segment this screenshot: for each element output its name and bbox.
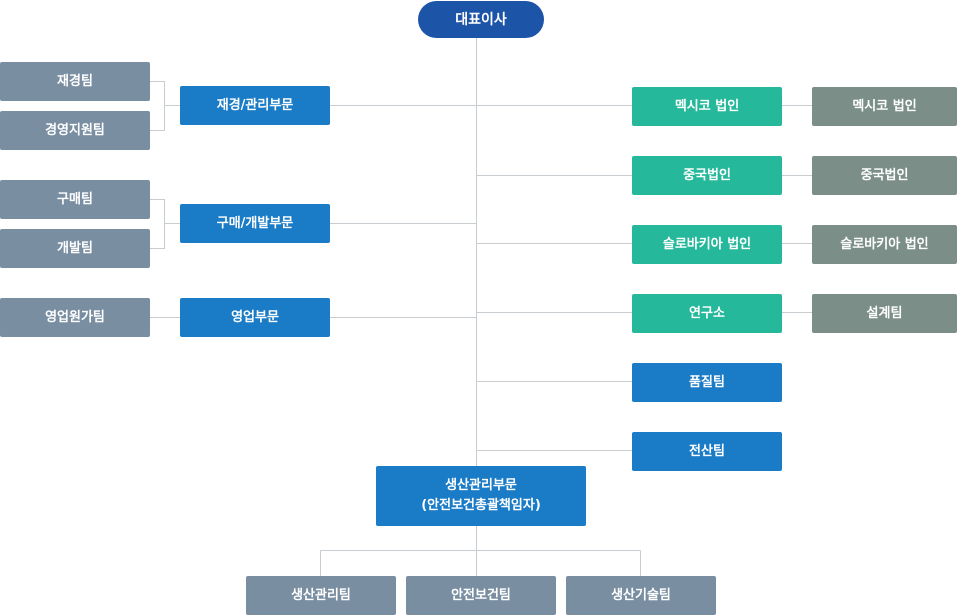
team-sales-cost: 영업원가팀 [0, 298, 150, 337]
team-finance: 재경팀 [0, 62, 150, 101]
division-sales: 영업부문 [180, 298, 330, 337]
unit-quality-team: 품질팀 [632, 363, 782, 402]
unit-mexico-subsidiary: 멕시코 법인 [632, 87, 782, 126]
division-purchasing-development: 구매/개발부문 [180, 204, 330, 243]
child-slovakia-subsidiary: 슬로바키아 법인 [812, 225, 957, 264]
team-safety-health: 안전보건팀 [406, 576, 556, 615]
team-development: 개발팀 [0, 229, 150, 268]
ceo-node: 대표이사 [418, 1, 544, 38]
child-design-team: 설계팀 [812, 294, 957, 333]
production-title: 생산관리부문 [445, 478, 517, 493]
team-production-technology: 생산기술팀 [566, 576, 716, 615]
division-finance-management: 재경/관리부문 [180, 86, 330, 125]
unit-research-lab: 연구소 [632, 294, 782, 333]
unit-slovakia-subsidiary: 슬로바키아 법인 [632, 225, 782, 264]
production-subtitle: (안전보건총괄책임자) [421, 498, 541, 513]
unit-china-subsidiary: 중국법인 [632, 156, 782, 195]
team-purchasing: 구매팀 [0, 180, 150, 219]
unit-it-team: 전산팀 [632, 432, 782, 471]
team-production-management: 생산관리팀 [246, 576, 396, 615]
child-mexico-subsidiary: 멕시코 법인 [812, 87, 957, 126]
division-production-management: 생산관리부문 (안전보건총괄책임자) [376, 466, 586, 526]
team-management-support: 경영지원팀 [0, 111, 150, 150]
child-china-subsidiary: 중국법인 [812, 156, 957, 195]
